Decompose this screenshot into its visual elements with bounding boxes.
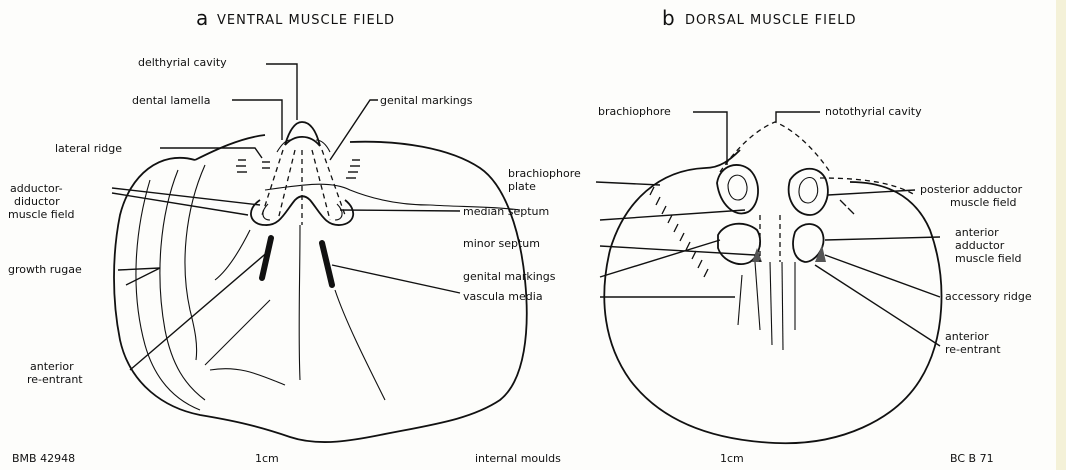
panel-a-title: VENTRAL MUSCLE FIELD: [217, 13, 395, 28]
label-adductor-line3: muscle field: [8, 208, 75, 221]
caption-internal-moulds: internal moulds: [475, 452, 561, 465]
label-anterior-adductor-2: adductor: [955, 239, 1005, 252]
label-genital-markings-b: genital markings: [463, 270, 556, 283]
dorsal-shell-drawing: [604, 122, 941, 443]
label-notothyrial-cavity: notothyrial cavity: [825, 105, 922, 118]
label-posterior-adductor-2: muscle field: [950, 196, 1017, 209]
label-growth-rugae: growth rugae: [8, 263, 82, 276]
page-edge-strip: [1056, 0, 1066, 470]
panel-b-leaders: [596, 112, 940, 346]
label-adductor-line2: diductor: [14, 195, 60, 208]
label-median-septum: median septum: [463, 205, 549, 218]
specimen-id-a: BMB 42948: [12, 452, 75, 465]
label-vascula-media: vascula media: [463, 290, 543, 303]
scale-label-a: 1cm: [255, 452, 279, 465]
label-dental-lamella: dental lamella: [132, 94, 210, 107]
label-anterior-adductor-1: anterior: [955, 226, 999, 239]
label-adductor-line1: adductor-: [10, 182, 63, 195]
label-anterior-reentrant-a-1: anterior: [30, 360, 74, 373]
label-brachiophore: brachiophore: [598, 105, 671, 118]
panel-b-title: DORSAL MUSCLE FIELD: [685, 13, 856, 28]
label-minor-septum: minor septum: [463, 237, 540, 250]
scale-label-b: 1cm: [720, 452, 744, 465]
label-genital-markings-a: genital markings: [380, 94, 473, 107]
panel-b-letter: b: [662, 6, 675, 30]
label-delthyrial-cavity: delthyrial cavity: [138, 56, 227, 69]
label-brachiophore-plate-1: brachiophore: [508, 167, 581, 180]
genital-markings-a: [236, 160, 360, 178]
genital-markings-b: [650, 187, 854, 277]
panel-a-letter: a: [196, 6, 208, 30]
label-lateral-ridge: lateral ridge: [55, 142, 122, 155]
label-anterior-reentrant-a-2: re-entrant: [27, 373, 83, 386]
label-posterior-adductor-1: posterior adductor: [920, 183, 1023, 196]
specimen-id-b: BC B 71: [950, 452, 994, 465]
label-anterior-adductor-3: muscle field: [955, 252, 1022, 265]
label-anterior-reentrant-b-2: re-entrant: [945, 343, 1001, 356]
label-accessory-ridge: accessory ridge: [945, 290, 1032, 303]
label-brachiophore-plate-2: plate: [508, 180, 536, 193]
label-anterior-reentrant-b-1: anterior: [945, 330, 989, 343]
